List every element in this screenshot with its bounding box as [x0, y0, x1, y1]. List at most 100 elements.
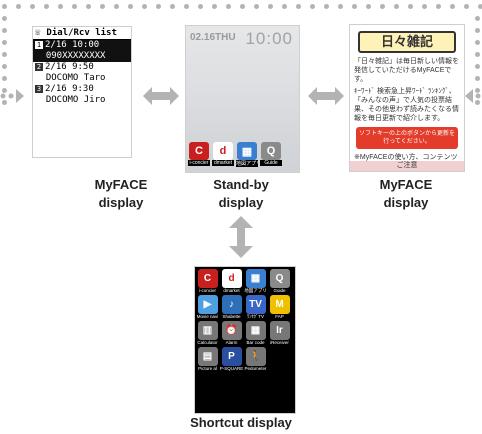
- border-dot: [475, 16, 480, 21]
- border-dot: [114, 4, 119, 9]
- list-item-sub: 090XXXXXXXX: [33, 51, 131, 62]
- app-label: ﾜﾝｾｸﾞTV: [246, 314, 264, 319]
- app-shortcut[interactable]: ▥Calculator: [196, 321, 219, 346]
- app-icon: ▦: [237, 142, 257, 160]
- border-dot: [2, 52, 7, 57]
- border-dot: [2, 40, 7, 45]
- app-label: FAP: [275, 314, 284, 319]
- left-right-arrow-icon: [143, 87, 179, 105]
- myface-footer: ご注意: [350, 161, 464, 171]
- app-shortcut[interactable]: ▦Bar code: [244, 321, 267, 346]
- app-icon: C: [189, 142, 209, 160]
- border-dot: [366, 4, 371, 9]
- border-dot: [2, 88, 7, 93]
- dial-list-header: ☏ Dial/Rcv list: [33, 27, 131, 40]
- app-label: dmarket: [223, 288, 240, 293]
- app-label: Calculator: [197, 340, 218, 345]
- border-dot: [296, 4, 301, 9]
- border-dot: [240, 4, 245, 9]
- app-icon: ▤: [197, 347, 218, 366]
- border-dot: [2, 4, 7, 9]
- app-icon: Q: [269, 269, 290, 288]
- myface-intro: 「日々雑記」は毎日新しい情報を発信していただけるMyFACEです。: [354, 58, 459, 83]
- app-label: Alarm: [225, 340, 238, 345]
- border-dot: [408, 4, 413, 9]
- border-dot: [338, 4, 343, 9]
- app-label: 地図アプリ: [236, 160, 258, 167]
- app-icon: ▦: [245, 269, 266, 288]
- border-dot: [58, 4, 63, 9]
- app-shortcut[interactable]: 🚶Pedometer: [244, 347, 267, 372]
- app-shortcut[interactable]: ▤Picture al: [196, 347, 219, 372]
- app-shortcut[interactable]: ♪Shabette: [220, 295, 243, 320]
- app-label: Movie navi: [196, 314, 219, 319]
- app-label: dmarket: [212, 160, 234, 166]
- app-shortcut[interactable]: ▦地図アプリ: [244, 269, 267, 294]
- border-dot: [72, 4, 77, 9]
- border-dot: [2, 16, 7, 21]
- app-label: i-concier: [198, 288, 216, 293]
- app-label: Picture al: [198, 366, 217, 371]
- border-dot: [464, 4, 469, 9]
- app-icon: ▶: [197, 295, 218, 314]
- dotted-border-top: [0, 4, 482, 12]
- app-shortcut[interactable]: ⏰Alarm: [220, 321, 243, 346]
- dotted-arrow-right-icon: [0, 89, 24, 103]
- border-dot: [475, 76, 480, 81]
- border-dot: [30, 4, 35, 9]
- border-dot: [170, 4, 175, 9]
- border-dot: [475, 28, 480, 33]
- border-dot: [128, 4, 133, 9]
- standby-date: 02.16THU: [190, 32, 236, 43]
- border-dot: [156, 4, 161, 9]
- border-dot: [475, 100, 480, 105]
- app-label: Guide: [260, 160, 282, 166]
- myface-description: ｷｰﾜｰﾄﾞ 検索急上昇ﾜｰﾄﾞ ﾗﾝｷﾝｸﾞ、「みんなの声」で人気の投票結果、…: [354, 88, 459, 122]
- app-icon: TV: [245, 295, 266, 314]
- left-right-arrow-icon: [308, 87, 344, 105]
- border-dot: [16, 4, 21, 9]
- myface-update-button[interactable]: ソフトキーの上のボタンから更新を行ってください。: [356, 127, 458, 149]
- border-dot: [2, 28, 7, 33]
- app-icon: P: [221, 347, 242, 366]
- app-shortcut[interactable]: ▦地図アプリ: [236, 142, 258, 170]
- border-dot: [282, 4, 287, 9]
- border-dot: [450, 4, 455, 9]
- caption-bottom: Shortcut display: [190, 415, 292, 430]
- app-label: Bar code: [246, 340, 265, 345]
- border-dot: [475, 40, 480, 45]
- border-dot: [436, 4, 441, 9]
- list-item-sub: DOCOMO Jiro: [45, 95, 106, 105]
- up-down-arrow-icon: [229, 216, 253, 258]
- border-dot: [184, 4, 189, 9]
- dial-list-title: Dial/Rcv list: [46, 28, 117, 38]
- border-dot: [324, 4, 329, 9]
- dotted-arrow-left-icon: [465, 89, 481, 103]
- app-shortcut[interactable]: ▶Movie navi: [196, 295, 219, 320]
- border-dot: [268, 4, 273, 9]
- border-dot: [86, 4, 91, 9]
- border-dot: [475, 88, 480, 93]
- border-dot: [352, 4, 357, 9]
- border-dot: [226, 4, 231, 9]
- app-label: Guide: [273, 288, 286, 293]
- border-dot: [142, 4, 147, 9]
- app-icon: ▥: [197, 321, 218, 340]
